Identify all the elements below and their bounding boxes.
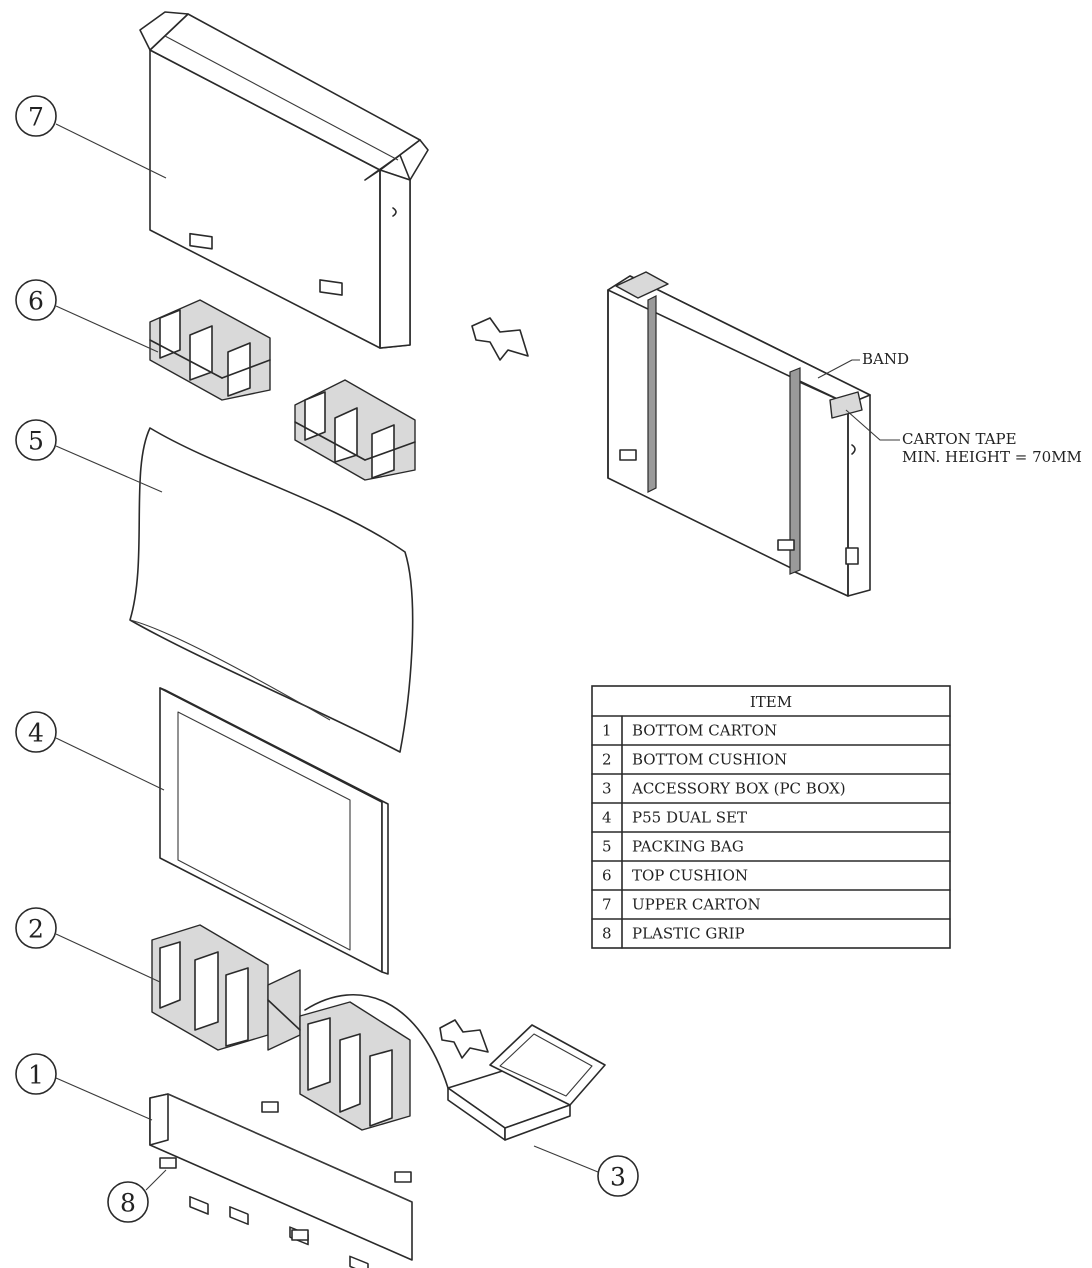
item-name: UPPER CARTON: [632, 896, 761, 914]
svg-text:2: 2: [28, 915, 44, 944]
top-cushion-right-drawing: [294, 379, 416, 481]
packing-bag-drawing: [129, 427, 414, 753]
item-number: 7: [602, 896, 612, 914]
callout-8: 8: [107, 1181, 149, 1223]
item-name: BOTTOM CUSHION: [632, 751, 787, 769]
svg-text:8: 8: [120, 1189, 136, 1218]
item-number: 4: [602, 809, 612, 827]
item-name: PLASTIC GRIP: [632, 925, 745, 943]
packed-carton-drawing: [607, 271, 871, 597]
svg-text:5: 5: [28, 427, 44, 456]
plastic-grip-drawing: [159, 1101, 412, 1241]
carton-tape-label: CARTON TAPE: [902, 430, 1017, 448]
item-number: 8: [602, 925, 612, 943]
callout-2: 2: [15, 907, 57, 949]
item-table-row: 6 TOP CUSHION: [602, 867, 748, 885]
item-name: TOP CUSHION: [632, 867, 748, 885]
assembly-arrow-icon: [471, 317, 529, 361]
callout-1: 1: [15, 1053, 57, 1095]
tape-height-label: MIN. HEIGHT = 70MM: [902, 448, 1082, 466]
callout-6: 6: [15, 279, 57, 321]
item-name: PACKING BAG: [632, 838, 744, 856]
callout-4: 4: [15, 711, 57, 753]
svg-text:3: 3: [610, 1163, 626, 1192]
item-table-row: 1 BOTTOM CARTON: [602, 722, 777, 740]
item-number: 5: [602, 838, 612, 856]
item-name: BOTTOM CARTON: [632, 722, 777, 740]
accessory-arrow-icon: [439, 1019, 489, 1059]
svg-text:1: 1: [28, 1061, 44, 1090]
band-label: BAND: [862, 350, 909, 368]
item-number: 1: [602, 722, 612, 740]
item-name: ACCESSORY BOX (PC BOX): [631, 780, 846, 798]
item-table-row: 7 UPPER CARTON: [602, 896, 761, 914]
item-table-row: 2 BOTTOM CUSHION: [602, 751, 787, 769]
callout-7: 7: [15, 95, 57, 137]
accessory-box-drawing: [304, 994, 606, 1141]
item-table: 1 BOTTOM CARTON 2 BOTTOM CUSHION 3 ACCESSORY …: [591, 685, 951, 949]
bottom-cushion-drawing: [151, 924, 411, 1131]
svg-text:7: 7: [28, 103, 44, 132]
item-number: 2: [602, 751, 612, 769]
item-table-row: 3 ACCESSORY BOX (PC BOX): [602, 780, 846, 798]
svg-text:4: 4: [28, 719, 44, 748]
dual-set-panel-drawing: [159, 687, 389, 975]
item-table-row: 8 PLASTIC GRIP: [602, 925, 745, 943]
item-table-row: 4 P55 DUAL SET: [602, 809, 747, 827]
callout-3: 3: [597, 1155, 639, 1197]
svg-text:6: 6: [28, 287, 44, 316]
item-number: 3: [602, 780, 612, 798]
item-name: P55 DUAL SET: [632, 809, 747, 827]
item-table-header: ITEM: [750, 693, 792, 711]
item-table-row: 5 PACKING BAG: [602, 838, 744, 856]
item-number: 6: [602, 867, 612, 885]
upper-carton-drawing: [139, 11, 429, 349]
top-cushion-left-drawing: [149, 299, 271, 401]
callout-5: 5: [15, 419, 57, 461]
